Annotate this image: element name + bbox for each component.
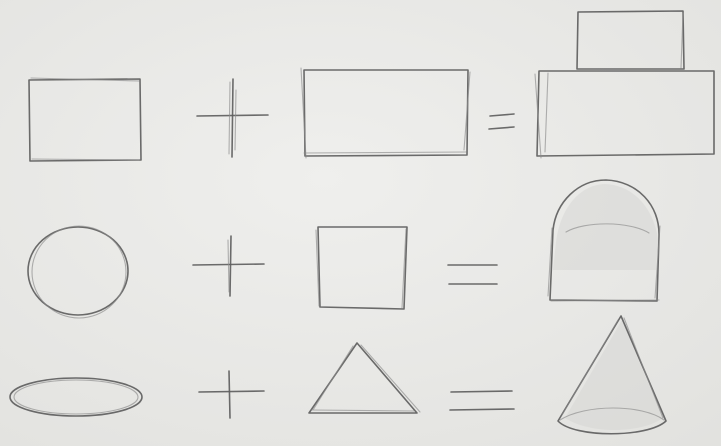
sketch-canvas <box>0 0 721 446</box>
